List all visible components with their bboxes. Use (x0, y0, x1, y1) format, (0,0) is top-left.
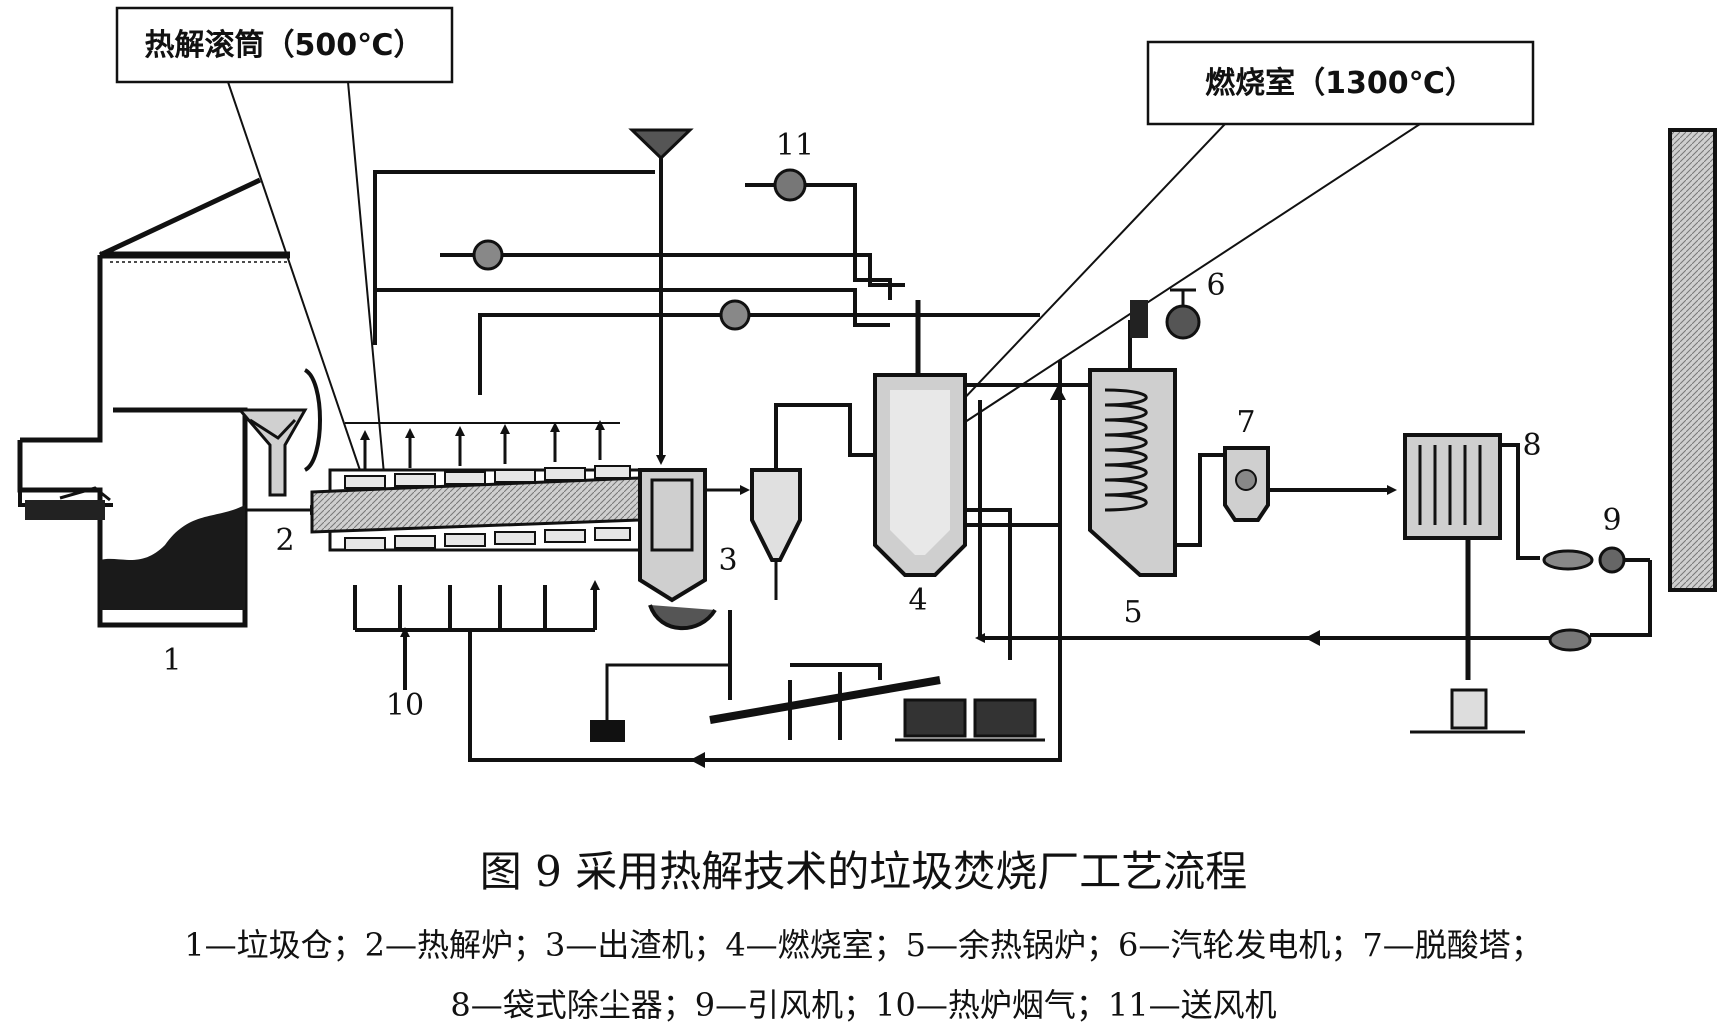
waste-heat-boiler (965, 320, 1177, 577)
forced-draft-fan (773, 168, 807, 202)
turbine-generator (1130, 288, 1201, 340)
pyrolysis-drum (310, 420, 642, 690)
combustion-chamber (810, 300, 967, 577)
cyclone-separator (750, 403, 810, 600)
chimney-stack (1668, 128, 1717, 592)
label-11: 11 (776, 128, 814, 163)
figure-caption: 图 9 采用热解技术的垃圾焚烧厂工艺流程 (479, 847, 1248, 896)
label-10: 10 (386, 688, 424, 723)
legend-line-2: 8—袋式除尘器；9—引风机；10—热炉烟气；11—送风机 (450, 986, 1277, 1024)
recirculation-fan (975, 400, 1652, 652)
induced-draft-fan (1542, 546, 1650, 574)
label-7: 7 (1236, 405, 1255, 440)
callout-combustion-chamber: 燃烧室（1300℃） (919, 40, 1535, 446)
label-2: 2 (275, 523, 294, 558)
label-8: 8 (1522, 428, 1541, 463)
label-4: 4 (908, 583, 927, 618)
callout-combustion-label: 燃烧室（1300℃） (1205, 66, 1475, 101)
piping-network (373, 170, 1062, 762)
deacidification-tower (1175, 446, 1397, 547)
label-1: 1 (162, 643, 181, 678)
process-flow-diagram: 热解滚筒（500℃） 燃烧室（1300℃） (17, 6, 1717, 768)
label-5: 5 (1123, 595, 1142, 630)
callout-pyrolysis-drum: 热解滚筒（500℃） (115, 6, 454, 486)
component-number-labels: 1 2 3 4 5 6 7 8 9 10 11 (162, 128, 1621, 723)
waste-bunker (17, 177, 290, 628)
label-9: 9 (1602, 503, 1621, 538)
callout-drum-label: 热解滚筒（500℃） (145, 28, 424, 63)
slag-conveyor (590, 610, 1045, 742)
funnel-feed (628, 128, 694, 465)
label-3: 3 (718, 543, 737, 578)
bag-filter (1403, 433, 1540, 734)
flow-arrows (690, 385, 1320, 768)
legend-line-1: 1—垃圾仓；2—热解炉；3—出渣机；4—燃烧室；5—余热锅炉；6—汽轮发电机；7… (184, 926, 1543, 964)
slag-discharger (638, 468, 750, 631)
feed-hopper (236, 368, 322, 515)
label-6: 6 (1206, 268, 1225, 303)
air-fan-intake (472, 239, 751, 331)
